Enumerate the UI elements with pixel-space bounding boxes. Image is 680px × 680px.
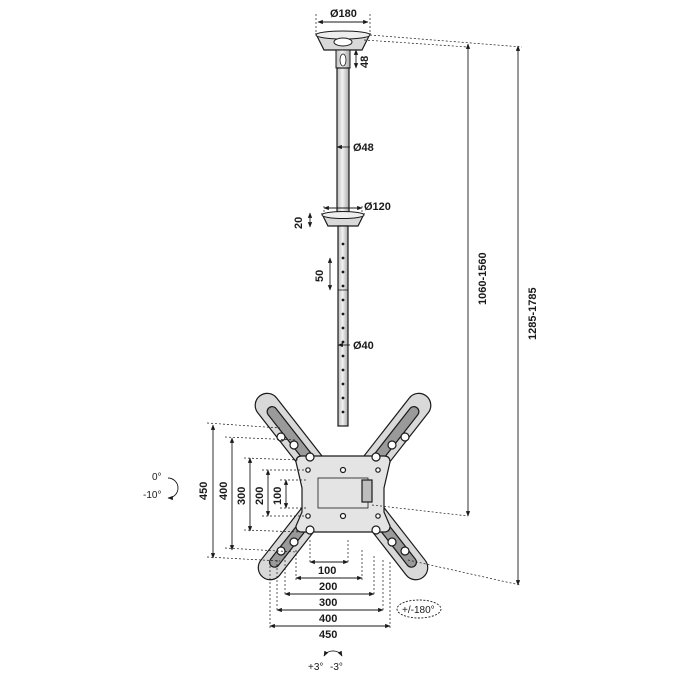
vesa-bracket — [254, 392, 432, 581]
tilt-arrow — [167, 477, 179, 501]
label-vesa-v-200: 200 — [254, 487, 266, 505]
label-lower-tube-diameter: Ø40 — [353, 340, 374, 352]
label-top-plate-diameter: Ø180 — [330, 8, 357, 20]
label-vesa-v-300: 300 — [236, 487, 248, 505]
label-swivel: +/-180° — [402, 605, 435, 616]
label-tilt-up: 0° — [152, 472, 162, 483]
swivel-ellipse — [396, 599, 442, 619]
label-upper-tube-diameter: Ø48 — [353, 142, 374, 154]
label-mid-plate-diameter: Ø120 — [364, 201, 391, 213]
angle-labels: 0° -10° +/-180° +3° -3° — [143, 472, 435, 673]
label-tilt-down: -10° — [143, 490, 161, 501]
label-level-plus: +3° — [308, 662, 323, 673]
label-vesa-v-450: 450 — [198, 482, 210, 500]
label-vesa-v-400: 400 — [218, 482, 230, 500]
label-inner-height-range: 1060-1560 — [477, 252, 489, 305]
label-vesa-h-200: 200 — [319, 581, 337, 593]
projection-lines — [206, 14, 523, 628]
tube-holes — [341, 242, 345, 414]
lower-tube — [337, 225, 349, 427]
label-vesa-v-100: 100 — [272, 487, 284, 505]
middle-plate — [321, 211, 365, 227]
label-mid-plate-height: 20 — [293, 217, 305, 229]
bracket-center-plate — [295, 455, 391, 533]
label-level-minus: -3° — [330, 662, 343, 673]
dimension-lines — [210, 19, 521, 629]
upper-tube — [336, 67, 350, 213]
rotation-indicators — [167, 477, 442, 657]
label-vesa-h-400: 400 — [319, 613, 337, 625]
label-top-plate-height: 48 — [359, 56, 371, 68]
level-arrow — [323, 650, 343, 657]
dimension-labels: Ø180 48 Ø48 Ø120 20 50 Ø40 1060-1560 128… — [198, 8, 539, 641]
top-ceiling-plate — [315, 30, 371, 69]
label-hole-spacing: 50 — [314, 270, 326, 282]
label-total-height-range: 1285-1785 — [527, 287, 539, 340]
label-vesa-h-450: 450 — [319, 629, 337, 641]
label-vesa-h-100: 100 — [318, 565, 336, 577]
label-vesa-h-300: 300 — [319, 597, 337, 609]
